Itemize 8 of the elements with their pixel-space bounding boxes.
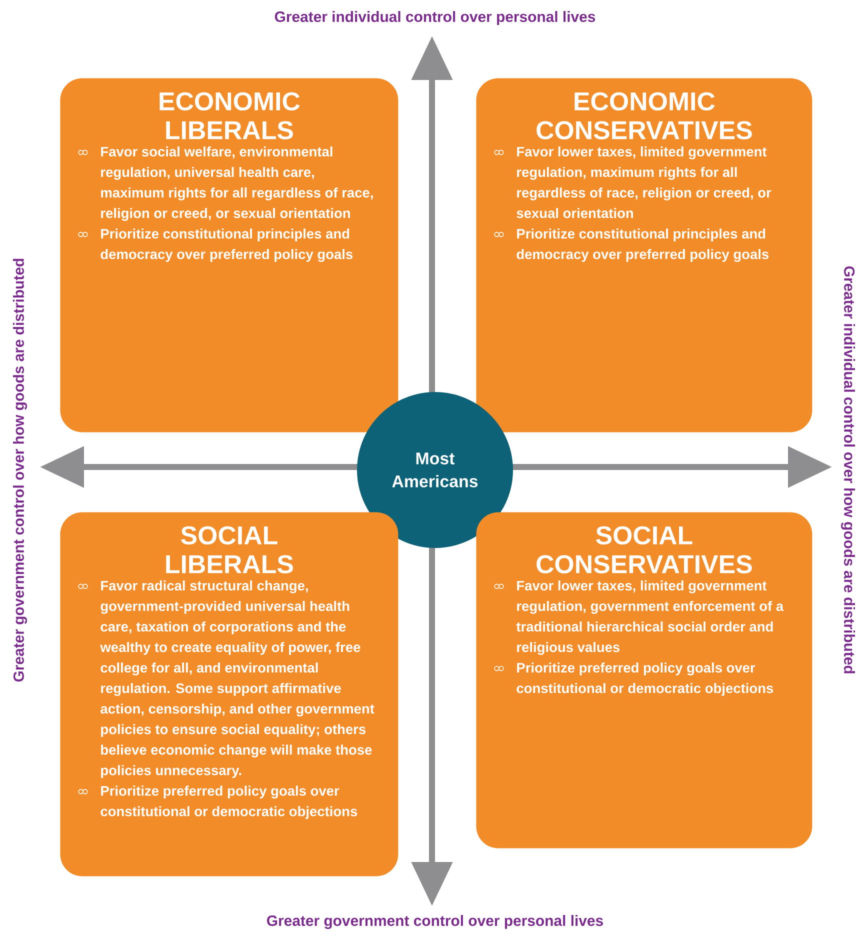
axis-label: Greater individual control over personal lives — [274, 11, 596, 25]
quadrant-box: SOCIAL LIBERALS Favor radical structural change, government-provided universal health care, taxation of corporations and the wealthy to create equality of power, free college for all, and environmental regulation. Some support affirmative action, censorship, and other government policies to ensure social equality; others believe economic change will make those policies unnecessary. Prioritize preferred policy goals over constitutional or democratic objections — [60, 512, 398, 876]
axis-label: Greater government control over how goods are distributed — [13, 258, 27, 682]
quadrant-box: ECONOMIC LIBERALS Favor social welfare, environmental regulation, universal health care, maximum rights for all regardless of race, religion or creed, or sexual orientation Prioritize constitutional principles and democracy over preferred policy goals — [60, 78, 398, 432]
quadrant-box: SOCIAL CONSERVATIVES Favor lower taxes, limited government regulation, government enforcement of a traditional hierarchical social order and religious values Prioritize preferred policy goals over constitutional or democratic objections — [476, 512, 812, 848]
axis-label: Greater individual control over how goods are distributed — [841, 266, 855, 674]
axis-label: Greater government control over personal lives — [267, 915, 603, 929]
quadrant-box: ECONOMIC CONSERVATIVES Favor lower taxes, limited government regulation, maximum rights for all regardless of race, religion or creed, or sexual orientation Prioritize constitutional principles and democracy over preferred policy goals — [476, 78, 812, 432]
